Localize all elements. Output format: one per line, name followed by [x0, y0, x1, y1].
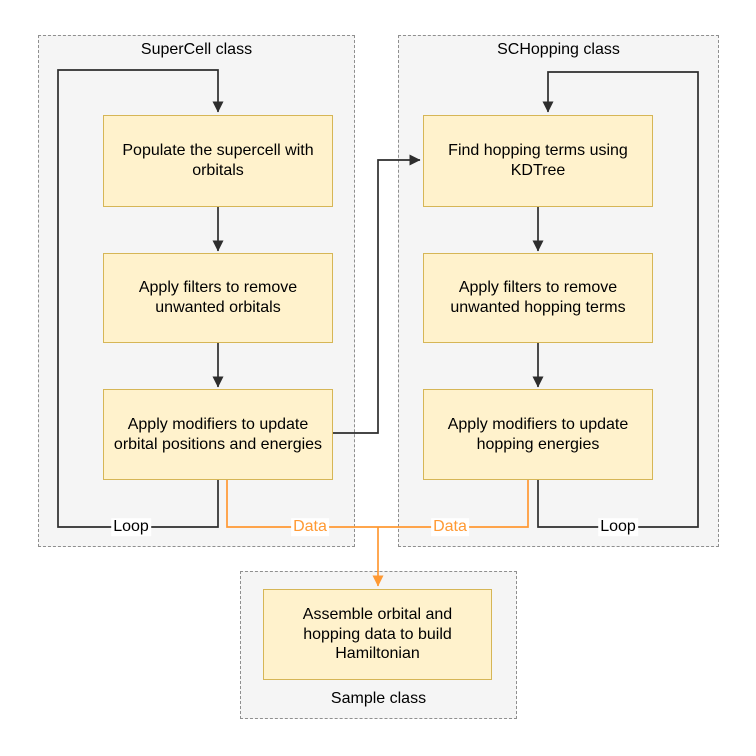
data-label-right: Data: [431, 518, 469, 536]
step-modify-hoppings: Apply modifiers to update hopping energi…: [423, 389, 653, 480]
step-filter-orbitals: Apply filters to remove unwanted orbital…: [103, 253, 333, 343]
schopping-title: SCHopping class: [497, 41, 620, 58]
loop-label-left: Loop: [111, 518, 151, 536]
data-label-left: Data: [291, 518, 329, 536]
step-assemble-hamiltonian: Assemble orbital and hopping data to bui…: [263, 589, 492, 680]
step-populate-supercell: Populate the supercell with orbitals: [103, 115, 333, 207]
step-modify-orbitals: Apply modifiers to update orbital positi…: [103, 389, 333, 480]
sample-title: Sample class: [330, 690, 427, 707]
supercell-title: SuperCell class: [140, 41, 253, 58]
step-find-hoppings: Find hopping terms using KDTree: [423, 115, 653, 207]
step-filter-hoppings: Apply filters to remove unwanted hopping…: [423, 253, 653, 343]
loop-label-right: Loop: [598, 518, 638, 536]
